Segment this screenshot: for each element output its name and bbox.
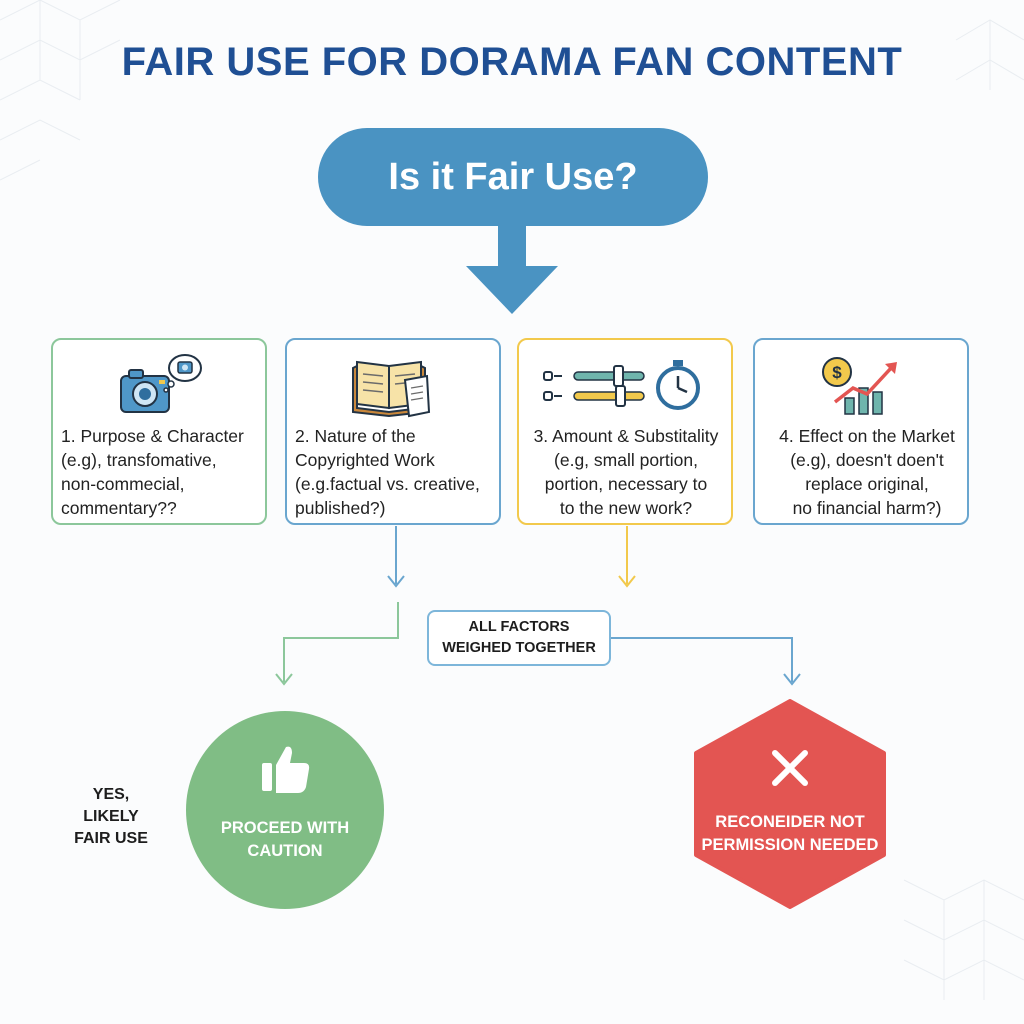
svg-text:$: $ bbox=[832, 363, 842, 382]
connector-to-proceed bbox=[283, 602, 399, 682]
proceed-with-caution-circle: PROCEED WITH CAUTION bbox=[186, 711, 384, 909]
proceed-text: PROCEED WITH CAUTION bbox=[220, 819, 350, 860]
coin-and-growth-chart-icon: $ bbox=[822, 357, 897, 415]
yes-likely-fair-use-label: YES, LIKELY FAIR USE bbox=[74, 786, 148, 847]
x-icon bbox=[772, 750, 808, 786]
connector-card2-arrowhead bbox=[387, 575, 405, 588]
connector-reconsider-arrowhead bbox=[783, 673, 801, 686]
thumbs-up-icon bbox=[262, 746, 310, 793]
factor-label: 2. Nature of the Copyrighted Work (e.g.f… bbox=[295, 426, 480, 518]
fair-use-question-pill: Is it Fair Use? bbox=[318, 128, 708, 226]
factor-label: 4. Effect on the Market (e.g), doesn't d… bbox=[779, 426, 955, 518]
down-arrow-icon bbox=[466, 224, 558, 314]
connector-proceed-arrowhead bbox=[275, 673, 293, 686]
connector-card3-arrowhead bbox=[618, 575, 636, 588]
question-text: Is it Fair Use? bbox=[388, 155, 638, 198]
camera-with-thought-bubble-icon bbox=[120, 354, 202, 413]
reconsider-stop-shape: RECONEIDER NOT PERMISSION NEEDED bbox=[694, 699, 886, 909]
reconsider-text: RECONEIDER NOT PERMISSION NEEDED bbox=[701, 813, 879, 854]
factor-card-purpose: 1. Purpose & Character (e.g), transfomat… bbox=[51, 338, 267, 525]
connector-to-reconsider bbox=[611, 637, 793, 682]
factor-card-nature: 2. Nature of the Copyrighted Work (e.g.f… bbox=[285, 338, 501, 525]
factor-label: 1. Purpose & Character (e.g), transfomat… bbox=[61, 426, 244, 518]
page-title: FAIR USE FOR DORAMA FAN CONTENT bbox=[121, 40, 903, 84]
all-factors-weighed-box: ALL FACTORS WEIGHED TOGETHER bbox=[427, 610, 611, 666]
open-book-and-scroll-icon bbox=[352, 360, 431, 418]
sliders-and-stopwatch-icon bbox=[543, 360, 700, 410]
stop-hexagon-shape bbox=[694, 699, 886, 909]
factor-card-amount: 3. Amount & Substitality (e.g, small por… bbox=[517, 338, 733, 525]
factor-card-market-effect: $ 4. Effect on the Market (e.g), doesn't… bbox=[753, 338, 969, 525]
factor-label: 3. Amount & Substitality (e.g, small por… bbox=[533, 426, 719, 518]
